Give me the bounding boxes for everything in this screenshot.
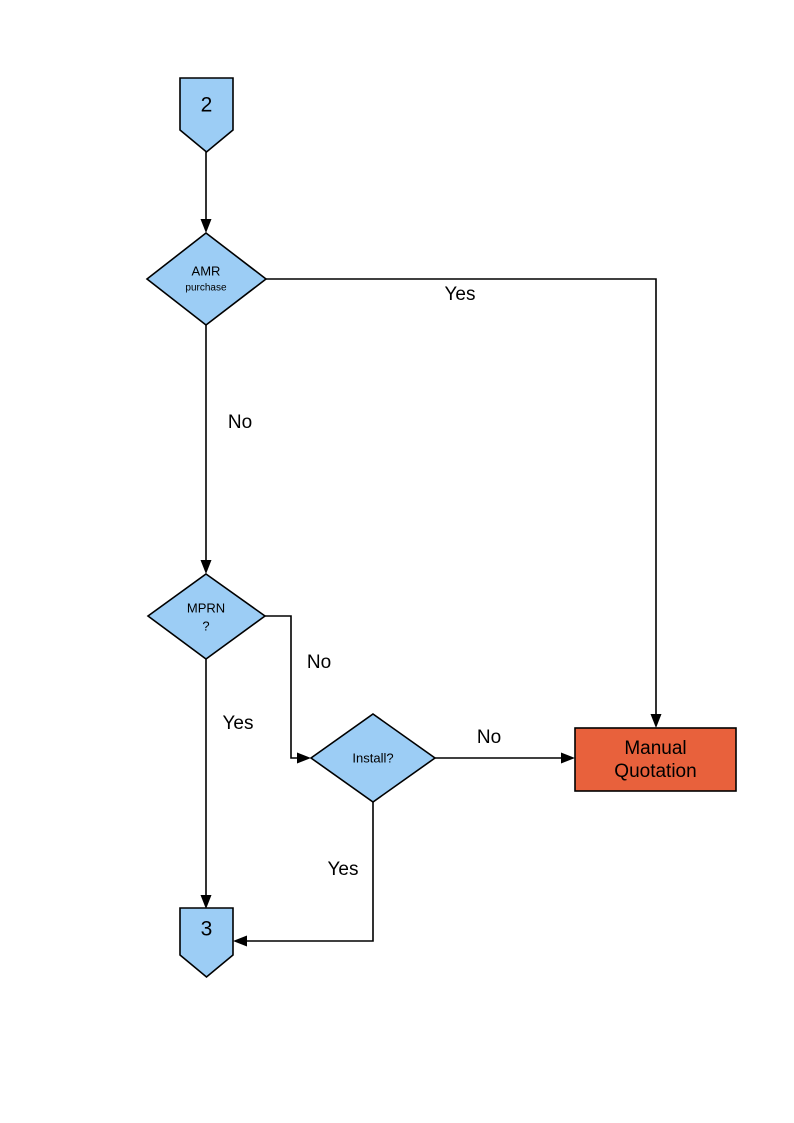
decision-amr-label-line1: AMR (192, 263, 221, 278)
manual-quotation-shape[interactable] (574, 727, 737, 792)
arrow-head-into-install (297, 752, 311, 764)
manual-quotation-label-line2: Quotation (614, 761, 696, 782)
connector-in-label: 2 (201, 94, 213, 117)
connector-out-shape[interactable] (179, 907, 234, 979)
edge-label-install-yes: Yes (328, 859, 359, 880)
connector-in-shape[interactable] (179, 77, 234, 154)
decision-amr-label-line2: purchase (185, 283, 227, 294)
edge-line-install-yes (245, 802, 374, 942)
arrow-head-into-mprn (200, 560, 212, 574)
decision-mprn-shape[interactable] (146, 573, 267, 660)
edge-mprn-no-to-install (265, 615, 311, 764)
edge-label-mprn-no: No (307, 652, 331, 673)
edge-mprn-yes-to-connector3 (200, 659, 212, 909)
node-decision-amr[interactable]: AMR purchase (145, 231, 268, 327)
edge-line-mprn-no (265, 615, 300, 759)
arrow-head-into-manual-quotation-top (650, 714, 662, 728)
node-connector-in[interactable]: 2 (179, 77, 234, 154)
arrow-head-into-amr (200, 219, 212, 233)
edge-label-install-no: No (477, 727, 501, 748)
edge-label-mprn-yes: Yes (223, 713, 254, 734)
edge-label-amr-yes: Yes (445, 284, 476, 305)
connector-out-label: 3 (201, 918, 213, 941)
node-decision-mprn[interactable]: MPRN ? (146, 573, 267, 660)
decision-mprn-label-line1: MPRN (187, 600, 225, 615)
edge-connector2-to-amr (200, 152, 212, 233)
edge-amr-no-to-mprn (200, 325, 212, 574)
node-manual-quotation[interactable]: Manual Quotation (574, 727, 737, 792)
manual-quotation-label-line1: Manual (624, 738, 686, 759)
arrow-head-into-manual-quotation-left (561, 752, 575, 764)
decision-install-label: Install? (352, 750, 393, 765)
edge-line-amr-yes (266, 278, 657, 716)
decision-install-shape[interactable] (309, 713, 437, 803)
edge-install-no-to-manual-quotation (435, 752, 575, 764)
decision-amr-shape[interactable] (145, 231, 268, 327)
arrow-head-into-connector3-top (200, 895, 212, 909)
edge-install-yes-to-connector3 (233, 802, 374, 947)
node-connector-out[interactable]: 3 (179, 907, 234, 979)
arrow-head-into-connector3-right (233, 935, 247, 947)
decision-mprn-label-line2: ? (202, 618, 209, 633)
edge-amr-yes-to-manual-quotation (266, 278, 662, 728)
edge-label-amr-no: No (228, 412, 252, 433)
node-decision-install[interactable]: Install? (309, 713, 437, 803)
